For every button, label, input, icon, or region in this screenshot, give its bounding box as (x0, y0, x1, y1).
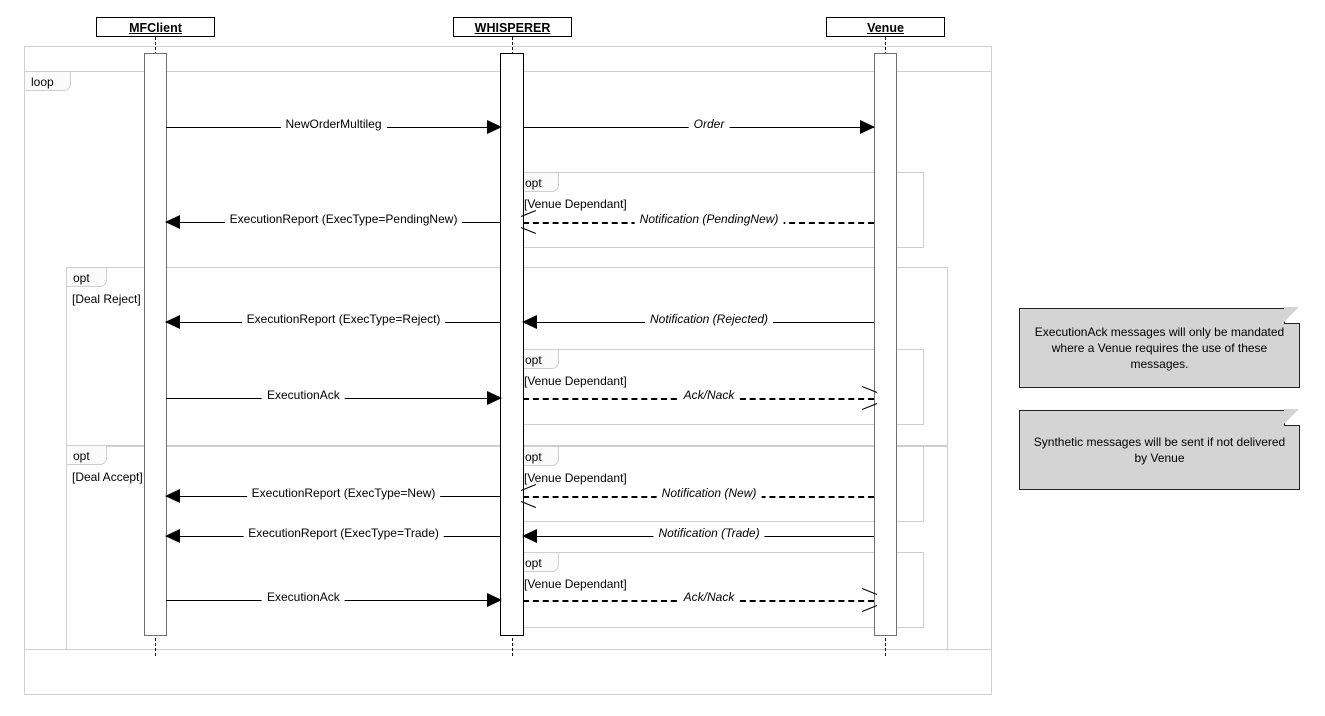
message-notification-new[interactable]: Notification (New) (521, 485, 874, 506)
arrowhead-filled-left-icon (165, 489, 180, 503)
lifeline-head-venue[interactable]: Venue (826, 17, 945, 37)
message-label: ExecutionReport (ExecType=PendingNew) (224, 211, 463, 228)
fragment-opt-pendingnew: opt [Venue Dependant] (518, 172, 924, 248)
fragment-opt-deal-accept-operator: opt (66, 445, 107, 465)
message-label: ExecutionReport (ExecType=Reject) (241, 311, 446, 328)
message-label: Ack/Nack (678, 387, 740, 404)
message-label: ExecutionReport (ExecType=New) (246, 485, 441, 502)
message-acknack-2[interactable]: Ack/Nack (523, 589, 876, 610)
message-order[interactable]: Order (523, 116, 875, 137)
message-notification-trade[interactable]: Notification (Trade) (522, 525, 874, 546)
message-executionreport-reject[interactable]: ExecutionReport (ExecType=Reject) (165, 311, 501, 332)
fragment-opt-acknack-1-operator: opt (518, 349, 559, 369)
message-label: NewOrderMultileg (280, 116, 387, 133)
message-label: Notification (New) (656, 485, 762, 502)
arrowhead-filled-left-icon (522, 529, 537, 543)
arrowhead-filled-left-icon (522, 315, 537, 329)
note-fold-icon (1284, 409, 1300, 426)
message-label: ExecutionAck (261, 387, 345, 404)
note-synthetic-text: Synthetic messages will be sent if not d… (1033, 435, 1286, 465)
note-fold-icon (1284, 307, 1300, 324)
arrowhead-filled-left-icon (165, 215, 180, 229)
arrowhead-filled-right-icon (487, 391, 502, 405)
arrowhead-filled-right-icon (860, 120, 875, 134)
message-acknack-1[interactable]: Ack/Nack (523, 387, 876, 408)
fragment-opt-acknack-1: opt [Venue Dependant] (518, 349, 924, 425)
lifeline-head-whisperer[interactable]: WHISPERER (453, 17, 572, 37)
note-executionack-text: ExecutionAck messages will only be manda… (1034, 325, 1285, 371)
fragment-opt-deal-accept-guard: [Deal Accept] (72, 470, 143, 484)
arrowhead-filled-right-icon (487, 593, 502, 607)
arrowhead-open-left-icon (521, 488, 536, 504)
message-label: Notification (PendingNew) (634, 211, 784, 228)
activation-whisperer (500, 53, 524, 636)
arrowhead-filled-right-icon (487, 120, 502, 134)
fragment-opt-deal-reject-operator: opt (66, 267, 107, 287)
fragment-loop-operator: loop (24, 71, 71, 91)
fragment-opt-new-operator: opt (518, 446, 559, 466)
message-executionack-1[interactable]: ExecutionAck (166, 387, 502, 408)
message-new-order-multileg[interactable]: NewOrderMultileg (166, 116, 502, 137)
arrowhead-filled-left-icon (165, 529, 180, 543)
activation-venue (874, 53, 897, 636)
lifeline-head-venue-label: Venue (867, 21, 904, 35)
message-executionreport-pendingnew[interactable]: ExecutionReport (ExecType=PendingNew) (165, 211, 501, 232)
fragment-opt-new: opt [Venue Dependant] (518, 446, 924, 522)
fragment-opt-acknack-1-guard: [Venue Dependant] (524, 374, 627, 388)
arrowhead-open-right-icon (861, 592, 876, 608)
lifeline-head-mfclient[interactable]: MFClient (96, 17, 215, 37)
activation-mfclient (144, 53, 167, 636)
message-notification-pendingnew[interactable]: Notification (PendingNew) (521, 211, 874, 232)
arrowhead-open-left-icon (521, 214, 536, 230)
fragment-opt-acknack-2-guard: [Venue Dependant] (524, 577, 627, 591)
fragment-opt-deal-reject-guard: [Deal Reject] (72, 292, 141, 306)
arrowhead-open-right-icon (861, 390, 876, 406)
arrowhead-filled-left-icon (165, 315, 180, 329)
message-label: Notification (Trade) (653, 525, 765, 542)
message-label: Order (688, 116, 730, 133)
lifeline-head-whisperer-label: WHISPERER (474, 21, 551, 35)
message-label: ExecutionReport (ExecType=Trade) (243, 525, 444, 542)
message-notification-rejected[interactable]: Notification (Rejected) (522, 311, 874, 332)
note-executionack: ExecutionAck messages will only be manda… (1019, 307, 1300, 388)
message-executionreport-new[interactable]: ExecutionReport (ExecType=New) (165, 485, 501, 506)
fragment-opt-acknack-2: opt [Venue Dependant] (518, 552, 924, 628)
fragment-opt-pendingnew-guard: [Venue Dependant] (524, 197, 627, 211)
message-label: Notification (Rejected) (644, 311, 774, 328)
fragment-opt-new-guard: [Venue Dependant] (524, 471, 627, 485)
message-executionack-2[interactable]: ExecutionAck (166, 589, 502, 610)
message-executionreport-trade[interactable]: ExecutionReport (ExecType=Trade) (165, 525, 501, 546)
fragment-opt-pendingnew-operator: opt (518, 172, 559, 192)
fragment-opt-acknack-2-operator: opt (518, 552, 559, 572)
message-label: ExecutionAck (261, 589, 345, 606)
lifeline-head-mfclient-label: MFClient (129, 21, 182, 35)
message-label: Ack/Nack (678, 589, 740, 606)
note-synthetic: Synthetic messages will be sent if not d… (1019, 409, 1300, 490)
